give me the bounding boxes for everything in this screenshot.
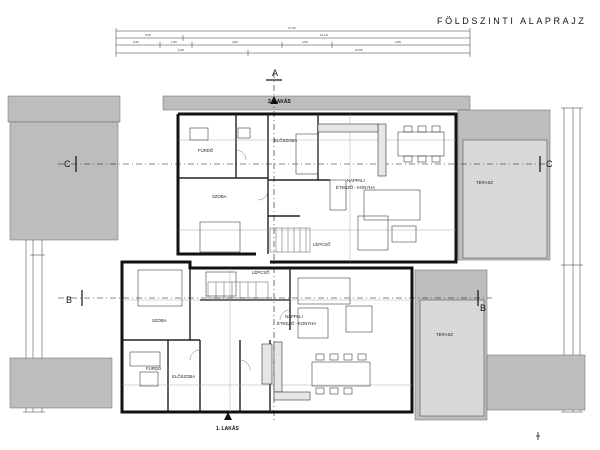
dim-top-2: 14,10 (320, 33, 328, 37)
north-mark-icon (536, 432, 540, 440)
stairs-unit1 (207, 281, 269, 299)
stairs-unit2 (269, 227, 311, 253)
u1-room-eloszoba: ELŐSZOBA (172, 374, 195, 379)
top-dimension-chains (115, 28, 471, 57)
unit1-entrance-arrow (224, 412, 232, 420)
dim-second-2: 1,60 (171, 40, 177, 44)
dim-overall: 17,40 (288, 26, 296, 30)
unit1-furniture (129, 269, 373, 395)
unit1-label: 1. LAKÁS (216, 425, 239, 432)
dim-second-5: 4,55 (395, 40, 401, 44)
section-markers (75, 79, 541, 306)
u2-room-lepcso: LÉPCSŐ (313, 242, 331, 247)
u1-room-szoba: SZOBA (152, 318, 167, 323)
u2-room-eloszoba: ELŐSZOBA (274, 138, 297, 143)
dim-second-1: 2,05 (133, 40, 139, 44)
dim-second-3: 4,50 (232, 40, 238, 44)
structural-lines (122, 114, 456, 412)
u2-room-etkezo: ÉTKEZŐ - KONYHA (336, 185, 375, 190)
u2-room-nappali: NAPPALI (347, 178, 365, 183)
unit1-kitchen (261, 341, 311, 401)
door-swings (189, 149, 291, 371)
lower-terrace (419, 299, 485, 417)
section-c-right: C (546, 159, 553, 169)
dim-top-1: 3,30 (145, 33, 151, 37)
unit2-entrance-arrow (270, 96, 278, 104)
u1-room-lepcso: LÉPCSŐ (252, 270, 270, 275)
u1-room-nappali: NAPPALI (285, 314, 303, 319)
upper-terrace (462, 139, 548, 259)
section-c-left: C (64, 159, 71, 169)
dim-third-2: 10,55 (355, 48, 363, 52)
u2-room-szoba: SZOBA (212, 194, 227, 199)
drawing-title: FÖLDSZINTI ALAPRAJZ (437, 16, 586, 26)
dim-third-1: 6,45 (178, 48, 184, 52)
u2-room-furdo: FÜRDŐ (198, 148, 214, 153)
section-b-right: B (480, 303, 486, 313)
section-b-left: B (66, 295, 72, 305)
building-walls (120, 112, 458, 414)
section-a-top: A (272, 68, 278, 78)
dim-second-4: 2,50 (302, 40, 308, 44)
u1-room-terasz: TERASZ (436, 332, 453, 337)
u2-room-terasz: TERASZ (476, 180, 493, 185)
unit2-kitchen (317, 123, 387, 177)
unit2-label: 2. LAKÁS (268, 98, 291, 105)
u1-room-etkezo: ÉTKEZŐ - KONYHA (277, 321, 316, 326)
u1-room-furdo: FÜRDŐ (146, 366, 162, 371)
unit2-furniture (189, 125, 445, 253)
